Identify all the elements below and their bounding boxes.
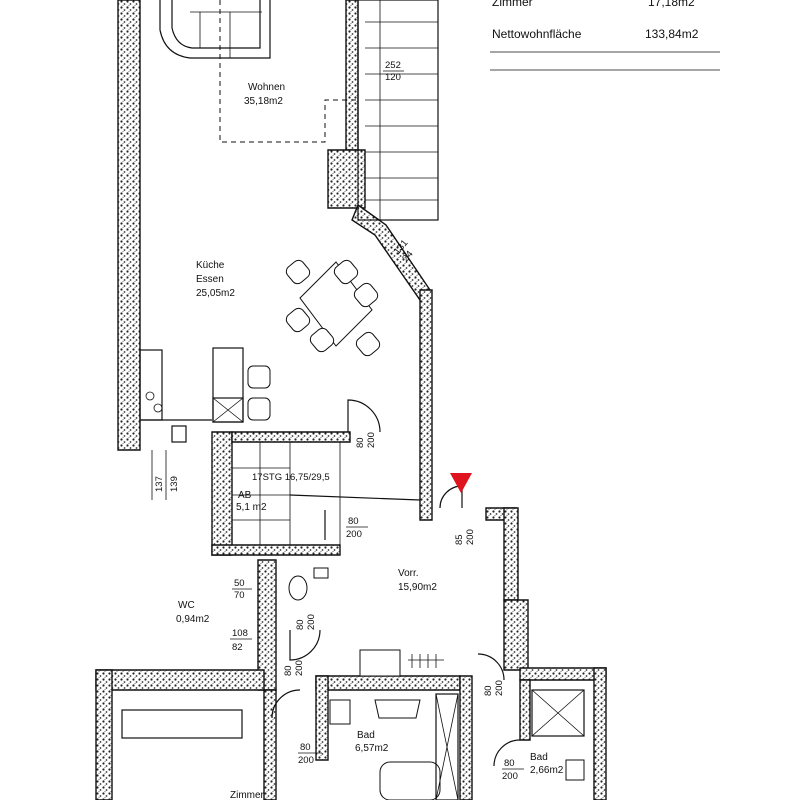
bathtub bbox=[379, 761, 441, 800]
wohnen-zone bbox=[219, 0, 358, 143]
room-name-zimmer: Zimmer bbox=[230, 790, 265, 800]
walls bbox=[95, 0, 607, 800]
toilet-bad1 bbox=[329, 699, 351, 725]
shower bbox=[531, 689, 585, 737]
dim-139: 139 bbox=[169, 476, 180, 492]
dim-ab-200: 200 bbox=[346, 529, 362, 540]
room-area-wc: 0,94m2 bbox=[176, 614, 210, 625]
kitchen bbox=[139, 347, 271, 443]
sink-bad1 bbox=[374, 699, 421, 719]
cabinet-bad1 bbox=[435, 693, 459, 800]
wall-bad1-top bbox=[315, 675, 461, 691]
room-area-bad2: 2,66m2 bbox=[530, 765, 564, 776]
dim-ab-80: 80 bbox=[348, 516, 359, 527]
dim-137: 137 bbox=[154, 476, 165, 492]
dim-left-80: 80 bbox=[283, 665, 294, 676]
dim-stair: 17STG 16,75/29,5 bbox=[252, 472, 330, 483]
room-name-ab: AB bbox=[238, 490, 252, 501]
wall-zimmer-right bbox=[263, 689, 277, 800]
wall-zimmer-top bbox=[95, 669, 265, 691]
wall-ab-left bbox=[211, 431, 233, 556]
room-name-wohnen: Wohnen bbox=[248, 82, 285, 93]
area-table: Zimmer 17,18m2 Nettowohnfläche 133,84m2 bbox=[490, 0, 720, 71]
dim-wc-200: 200 bbox=[306, 614, 317, 630]
fixtures bbox=[121, 567, 585, 800]
wall-ab-top bbox=[231, 431, 351, 443]
room-name-kueche: Küche bbox=[196, 260, 225, 271]
doors bbox=[271, 399, 521, 767]
wall-zimmer-left bbox=[95, 669, 113, 800]
wall-bad2-top bbox=[519, 667, 607, 681]
dim-kitchen-80: 80 bbox=[355, 437, 366, 448]
dim-85-200: 200 bbox=[465, 529, 476, 545]
room-name-essen: Essen bbox=[196, 274, 224, 285]
zimmer-wardrobe bbox=[121, 709, 243, 739]
room-area-kueche: 25,05m2 bbox=[196, 288, 235, 299]
dim-82: 82 bbox=[232, 642, 243, 653]
room-area-wohnen: 35,18m2 bbox=[244, 96, 283, 107]
sofa bbox=[159, 0, 271, 59]
dim-wc-80: 80 bbox=[295, 619, 306, 630]
dim-50: 50 bbox=[234, 578, 245, 589]
wall-ab-bottom bbox=[211, 544, 341, 556]
dining-table bbox=[285, 259, 381, 357]
room-name-bad1: Bad bbox=[357, 730, 375, 741]
room-name-wc: WC bbox=[178, 600, 195, 611]
sink-bad2 bbox=[565, 759, 585, 781]
location-marker bbox=[450, 473, 472, 493]
wall-bad2-right bbox=[593, 667, 607, 800]
staircase bbox=[357, 0, 439, 221]
wall-stair-corner bbox=[327, 149, 366, 209]
table-value-zimmer: 17,18m2 bbox=[648, 0, 695, 9]
table-value-netto: 133,84m2 bbox=[645, 27, 699, 41]
toilet-wc bbox=[288, 575, 308, 601]
wall-bad1-right bbox=[459, 675, 473, 800]
wall-east-a bbox=[503, 507, 519, 601]
room-area-bad1: 6,57m2 bbox=[355, 743, 389, 754]
room-area-ab: 5,1 m2 bbox=[236, 502, 267, 513]
stair-ab bbox=[231, 441, 421, 546]
washer bbox=[359, 649, 401, 677]
wall-left-outer bbox=[117, 0, 141, 451]
wall-vorr-right bbox=[419, 289, 433, 521]
room-name-vorr: Vorr. bbox=[398, 568, 419, 579]
room-name-bad2: Bad bbox=[530, 752, 548, 763]
room-area-vorr: 15,90m2 bbox=[398, 582, 437, 593]
room-labels: Wohnen 35,18m2 Küche Essen 25,05m2 AB 5,… bbox=[176, 82, 564, 800]
dim-70: 70 bbox=[234, 590, 245, 601]
wall-east-b bbox=[503, 599, 529, 671]
dim-bad1-80: 80 bbox=[300, 742, 311, 753]
dim-right-200: 200 bbox=[494, 680, 505, 696]
dim-108: 108 bbox=[232, 628, 248, 639]
dim-bad2-200: 200 bbox=[502, 771, 518, 782]
dim-85: 85 bbox=[454, 534, 465, 545]
dim-bad2-80: 80 bbox=[504, 758, 515, 769]
dim-252: 252 bbox=[385, 60, 401, 71]
dim-left-200: 200 bbox=[294, 660, 305, 676]
dim-kitchen-200: 200 bbox=[366, 432, 377, 448]
dim-right-80: 80 bbox=[483, 685, 494, 696]
wall-bad2-left bbox=[519, 679, 531, 741]
dim-120: 120 bbox=[385, 72, 401, 83]
wall-wohnen-right bbox=[345, 0, 359, 151]
table-label-netto: Nettowohnfläche bbox=[492, 27, 582, 41]
wall-bad1-left bbox=[315, 675, 329, 761]
dim-bad1-200: 200 bbox=[298, 755, 314, 766]
wc-sink bbox=[313, 567, 329, 579]
table-label-zimmer: Zimmer bbox=[492, 0, 533, 9]
